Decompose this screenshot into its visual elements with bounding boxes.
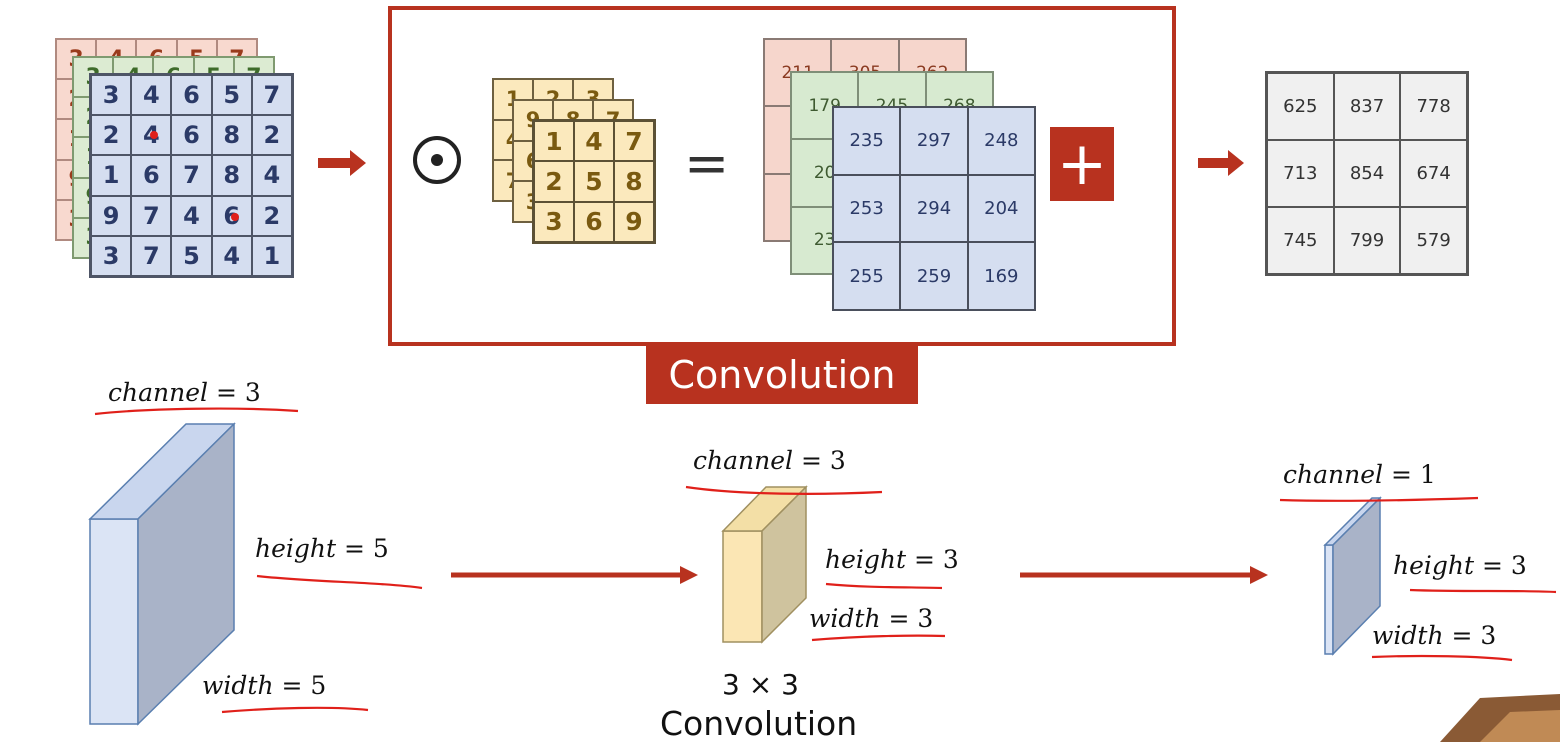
matrix-cell: 7 — [251, 75, 292, 116]
output-height-label: height = 3 — [1393, 551, 1527, 580]
matrix-cell: 6 — [171, 75, 212, 116]
matrix-cell: 7 — [614, 121, 654, 162]
matrix-cell: 7 — [131, 195, 172, 236]
matrix-cell: 3 — [91, 75, 132, 116]
matrix-cell: 2 — [534, 161, 574, 202]
kernel-size-label: 3 × 3 — [722, 668, 799, 701]
matrix-cell: 9 — [91, 195, 132, 236]
matrix-cell: 235 — [833, 107, 901, 175]
input-height-label: height = 5 — [255, 534, 389, 563]
matrix-cell: 248 — [967, 107, 1035, 175]
matrix-cell: 799 — [1333, 207, 1401, 274]
output-width-label: width = 3 — [1372, 621, 1497, 650]
matrix-cell: 1 — [251, 235, 292, 276]
matrix-cell: 297 — [900, 107, 968, 175]
matrix-cell: 2 — [251, 195, 292, 236]
output-channel-label: channel = 1 — [1283, 460, 1436, 489]
matrix-cell: 3 — [91, 235, 132, 276]
matrix-cell: 4 — [171, 195, 212, 236]
matrix-cell: 778 — [1400, 73, 1467, 140]
matrix-cell: 7 — [131, 235, 172, 276]
kernel-caption: Convolution — [660, 704, 858, 743]
matrix-cell: 4 — [211, 235, 252, 276]
matrix-cell: 204 — [967, 174, 1035, 243]
matrix-cell: 169 — [967, 242, 1035, 310]
matrix-cell: 2 — [91, 115, 132, 156]
matrix-cell: 6 — [574, 201, 614, 242]
matrix-cell: 7 — [171, 155, 212, 196]
matrix-cell: 4 — [251, 155, 292, 196]
matrix-cell: 8 — [211, 155, 252, 196]
matrix-cell: 4 — [131, 75, 172, 116]
matrix-cell: 1 — [534, 121, 574, 162]
sum-operator-icon: + — [1050, 127, 1114, 201]
matrix-cell: 745 — [1267, 207, 1334, 274]
convolution-label: Convolution — [646, 346, 918, 404]
matrix-cell: 6 — [131, 155, 172, 196]
matrix-cell: 5 — [171, 235, 212, 276]
matrix-cell: 713 — [1267, 140, 1334, 207]
matrix-cell: 5 — [574, 161, 614, 202]
input-width-label: width = 5 — [202, 671, 327, 700]
matrix-cell: 9 — [614, 201, 654, 242]
matrix-cell: 294 — [900, 174, 968, 243]
arrow-right-icon — [1198, 150, 1244, 176]
input-matrix-blue: 3465724682167849746237541 — [89, 73, 294, 278]
equals-operator: = — [684, 132, 730, 195]
kernel-channel-label: channel = 3 — [693, 446, 846, 475]
input-channel-label: channel = 3 — [108, 378, 261, 407]
matrix-cell: 579 — [1400, 207, 1467, 274]
matrix-cell: 625 — [1267, 73, 1334, 140]
matrix-cell: 837 — [1333, 73, 1401, 140]
matrix-cell: 8 — [211, 115, 252, 156]
annotation-dot — [231, 213, 239, 221]
matrix-cell: 3 — [534, 201, 574, 242]
matrix-cell: 259 — [900, 242, 968, 310]
matrix-cell: 2 — [251, 115, 292, 156]
matrix-cell: 1 — [91, 155, 132, 196]
hadamard-operator-icon — [413, 136, 461, 184]
matrix-cell: 5 — [211, 75, 252, 116]
arrow-right-icon — [318, 150, 366, 176]
annotation-dot — [150, 131, 158, 139]
kernel-width-label: width = 3 — [809, 604, 934, 633]
matrix-cell: 4 — [574, 121, 614, 162]
matrix-cell: 854 — [1333, 140, 1401, 207]
convolution-frame — [388, 6, 1176, 346]
matrix-cell: 255 — [833, 242, 901, 310]
matrix-cell: 253 — [833, 174, 901, 243]
matrix-cell: 6 — [171, 115, 212, 156]
matrix-cell: 674 — [1400, 140, 1467, 207]
kernel-height-label: height = 3 — [825, 545, 959, 574]
matrix-cell: 8 — [614, 161, 654, 202]
